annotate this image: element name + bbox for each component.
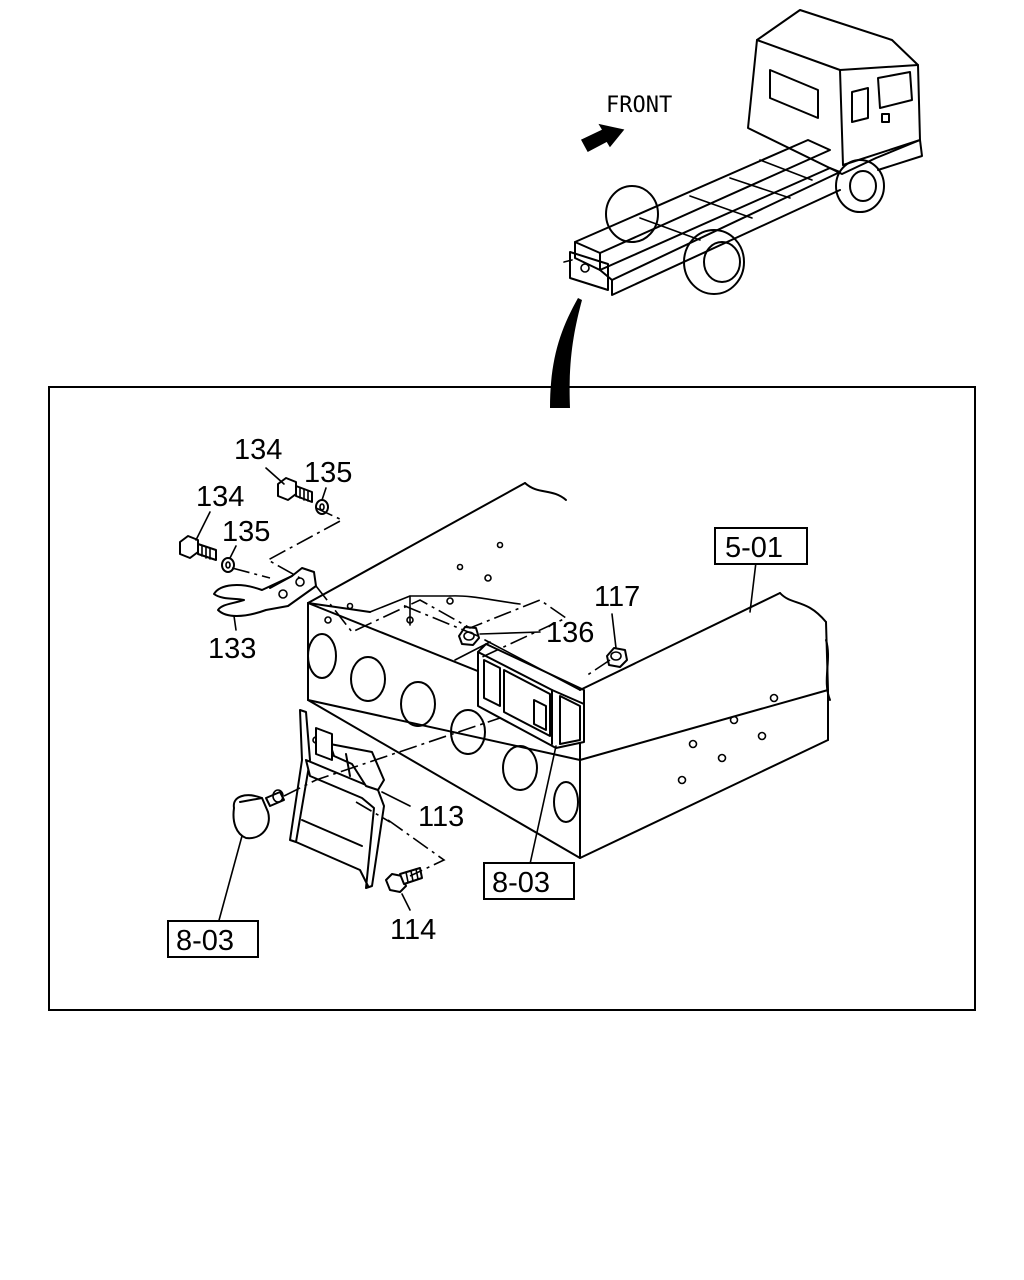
truck-overview	[563, 9, 923, 296]
detail-frame	[48, 386, 976, 1011]
washer-135-lower	[221, 557, 235, 573]
reference-labels: 5-01 8-03 8-03	[167, 527, 808, 958]
ref-label-5-01: 5-01	[725, 532, 783, 564]
part-label-114: 114	[390, 914, 436, 946]
bolt-134-lower	[179, 535, 217, 561]
front-direction-indicator: FRONT	[580, 93, 672, 153]
ref-box-8-03-right	[483, 862, 575, 900]
rear-lamp-assembly	[477, 643, 585, 749]
ref-label-8-03-left: 8-03	[176, 925, 234, 957]
nut-117	[606, 647, 628, 668]
front-arrow-icon	[580, 123, 625, 153]
license-lamp	[232, 789, 285, 840]
part-label-134-upper: 134	[234, 434, 282, 466]
leader-lines	[195, 467, 757, 925]
front-label: FRONT	[606, 93, 672, 118]
part-labels: 134 135 134 135 133 117 136 113 114	[196, 434, 640, 946]
ref-box-8-03-left	[167, 920, 259, 958]
part-label-135-lower: 135	[222, 516, 270, 548]
tow-hook-133	[213, 567, 317, 617]
part-label-134-lower: 134	[196, 481, 244, 513]
assembly-lines	[231, 507, 611, 877]
part-label-117: 117	[594, 581, 640, 613]
part-label-133: 133	[208, 633, 256, 665]
nut-136	[458, 626, 480, 646]
ref-box-5-01	[714, 527, 808, 565]
part-label-113: 113	[418, 801, 464, 833]
detail-arrow-icon	[550, 298, 582, 408]
ref-label-8-03-right: 8-03	[492, 867, 550, 899]
part-label-135-upper: 135	[304, 457, 352, 489]
bolt-114	[385, 867, 423, 893]
part-label-136: 136	[546, 617, 594, 649]
